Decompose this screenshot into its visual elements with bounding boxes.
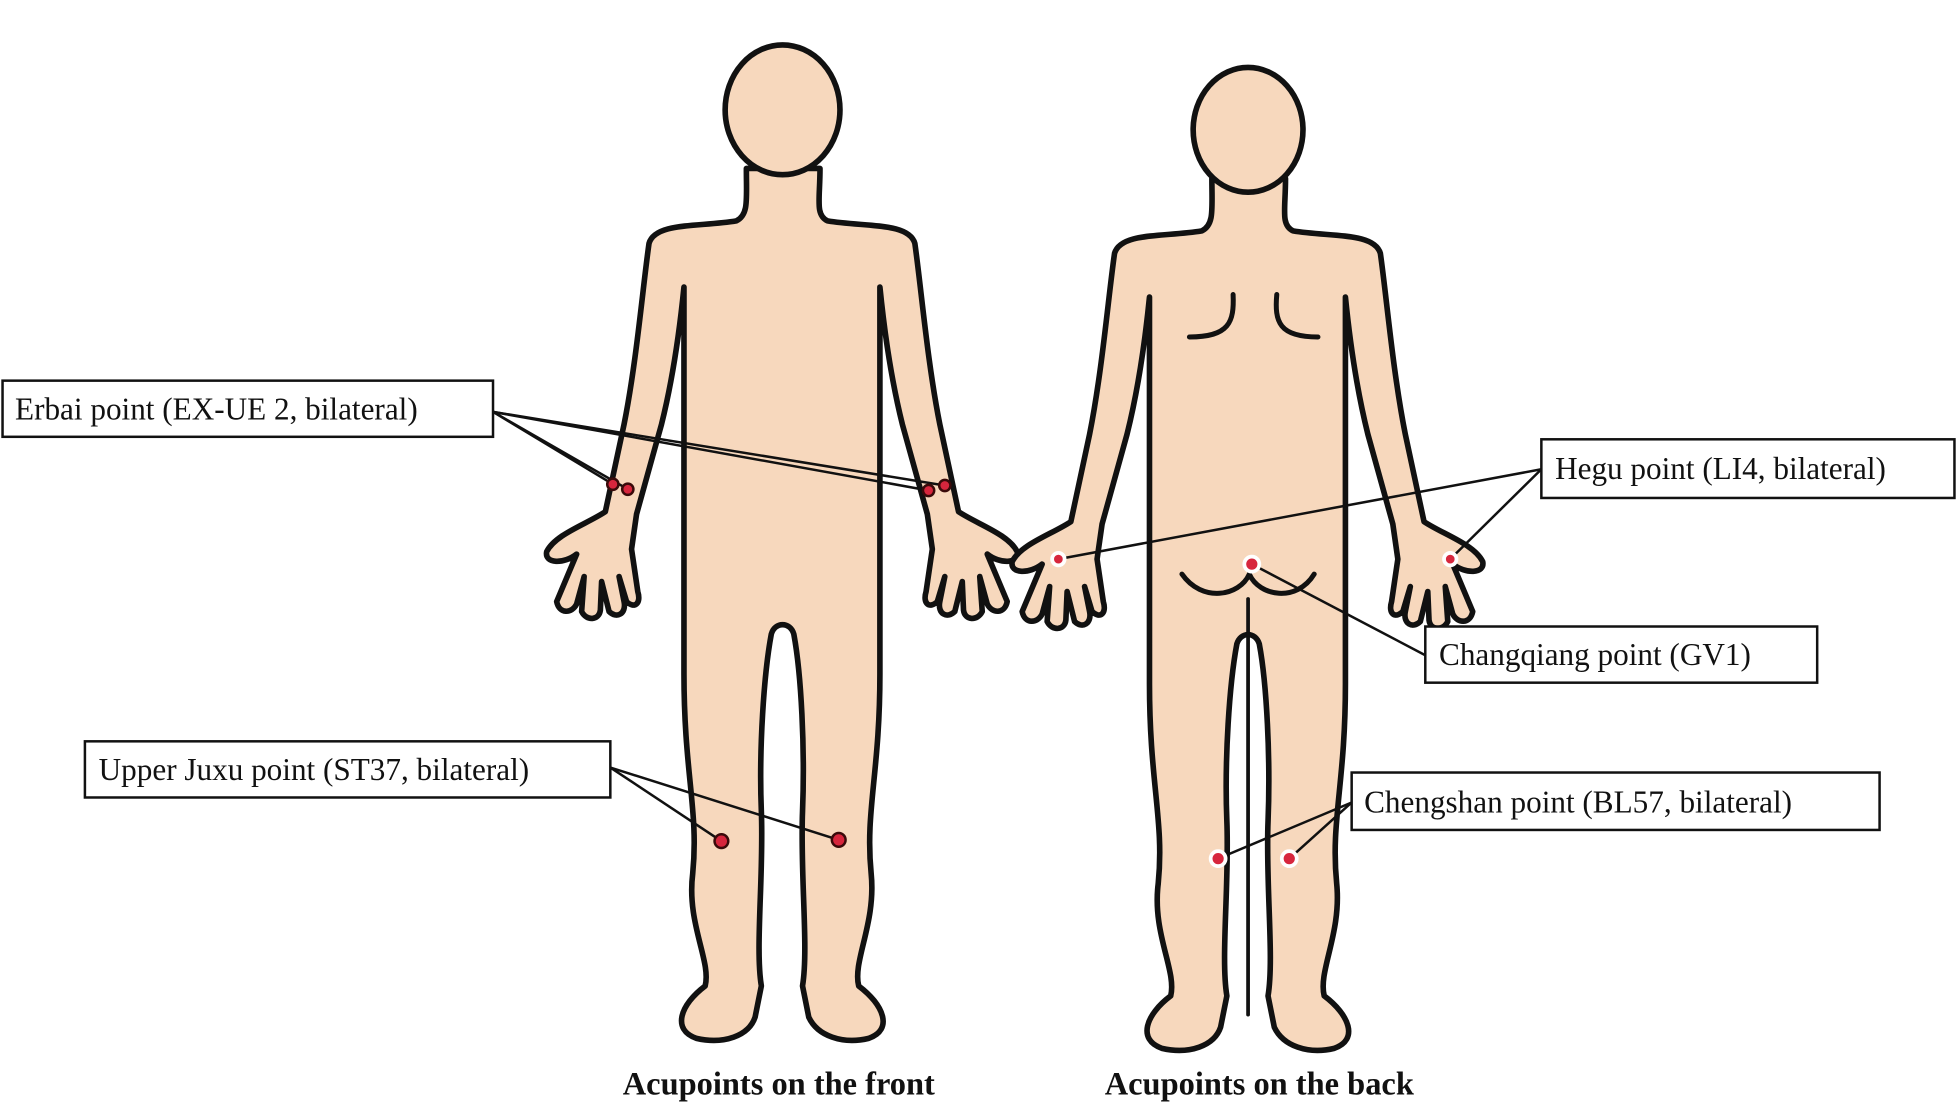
erbai-point-left-a: [605, 477, 620, 492]
acupoints: [605, 477, 1459, 869]
back-figure: [1012, 64, 1483, 1050]
leader-lines: [492, 410, 1543, 860]
chengshan-point-left: [1208, 849, 1228, 869]
label-changqiang-text: Changqiang point (GV1): [1439, 637, 1751, 672]
erbai-point-left-b: [620, 482, 635, 497]
hegu-point-left: [1050, 551, 1067, 568]
label-chengshan-text: Chengshan point (BL57, bilateral): [1364, 784, 1792, 819]
caption-front: Acupoints on the front: [623, 1067, 935, 1103]
back-head: [1190, 64, 1306, 196]
chengshan-point-right: [1279, 849, 1299, 869]
label-changqiang: Changqiang point (GV1): [1424, 625, 1819, 684]
label-upper-juxu-text: Upper Juxu point (ST37, bilateral): [99, 752, 529, 787]
label-hegu-text: Hegu point (LI4, bilateral): [1555, 451, 1886, 486]
right-shoulder-blade: [1273, 292, 1321, 340]
buttocks-line: [1179, 567, 1317, 596]
left-shoulder-blade: [1186, 292, 1236, 340]
front-head: [722, 42, 843, 178]
upper-juxu-point-left: [713, 833, 730, 850]
caption-back: Acupoints on the back: [1105, 1067, 1414, 1103]
front-figure: [546, 42, 1017, 1040]
label-hegu: Hegu point (LI4, bilateral): [1540, 438, 1956, 500]
changqiang-point: [1242, 554, 1262, 574]
label-chengshan: Chengshan point (BL57, bilateral): [1350, 771, 1881, 832]
upper-juxu-point-right: [830, 831, 847, 849]
hegu-point-right: [1442, 551, 1459, 568]
label-upper-juxu: Upper Juxu point (ST37, bilateral): [83, 740, 612, 799]
label-erbai-text: Erbai point (EX-UE 2, bilateral): [15, 391, 418, 426]
erbai-point-right-a: [921, 483, 936, 498]
label-erbai: Erbai point (EX-UE 2, bilateral): [1, 379, 495, 439]
erbai-point-right-b: [937, 478, 952, 493]
